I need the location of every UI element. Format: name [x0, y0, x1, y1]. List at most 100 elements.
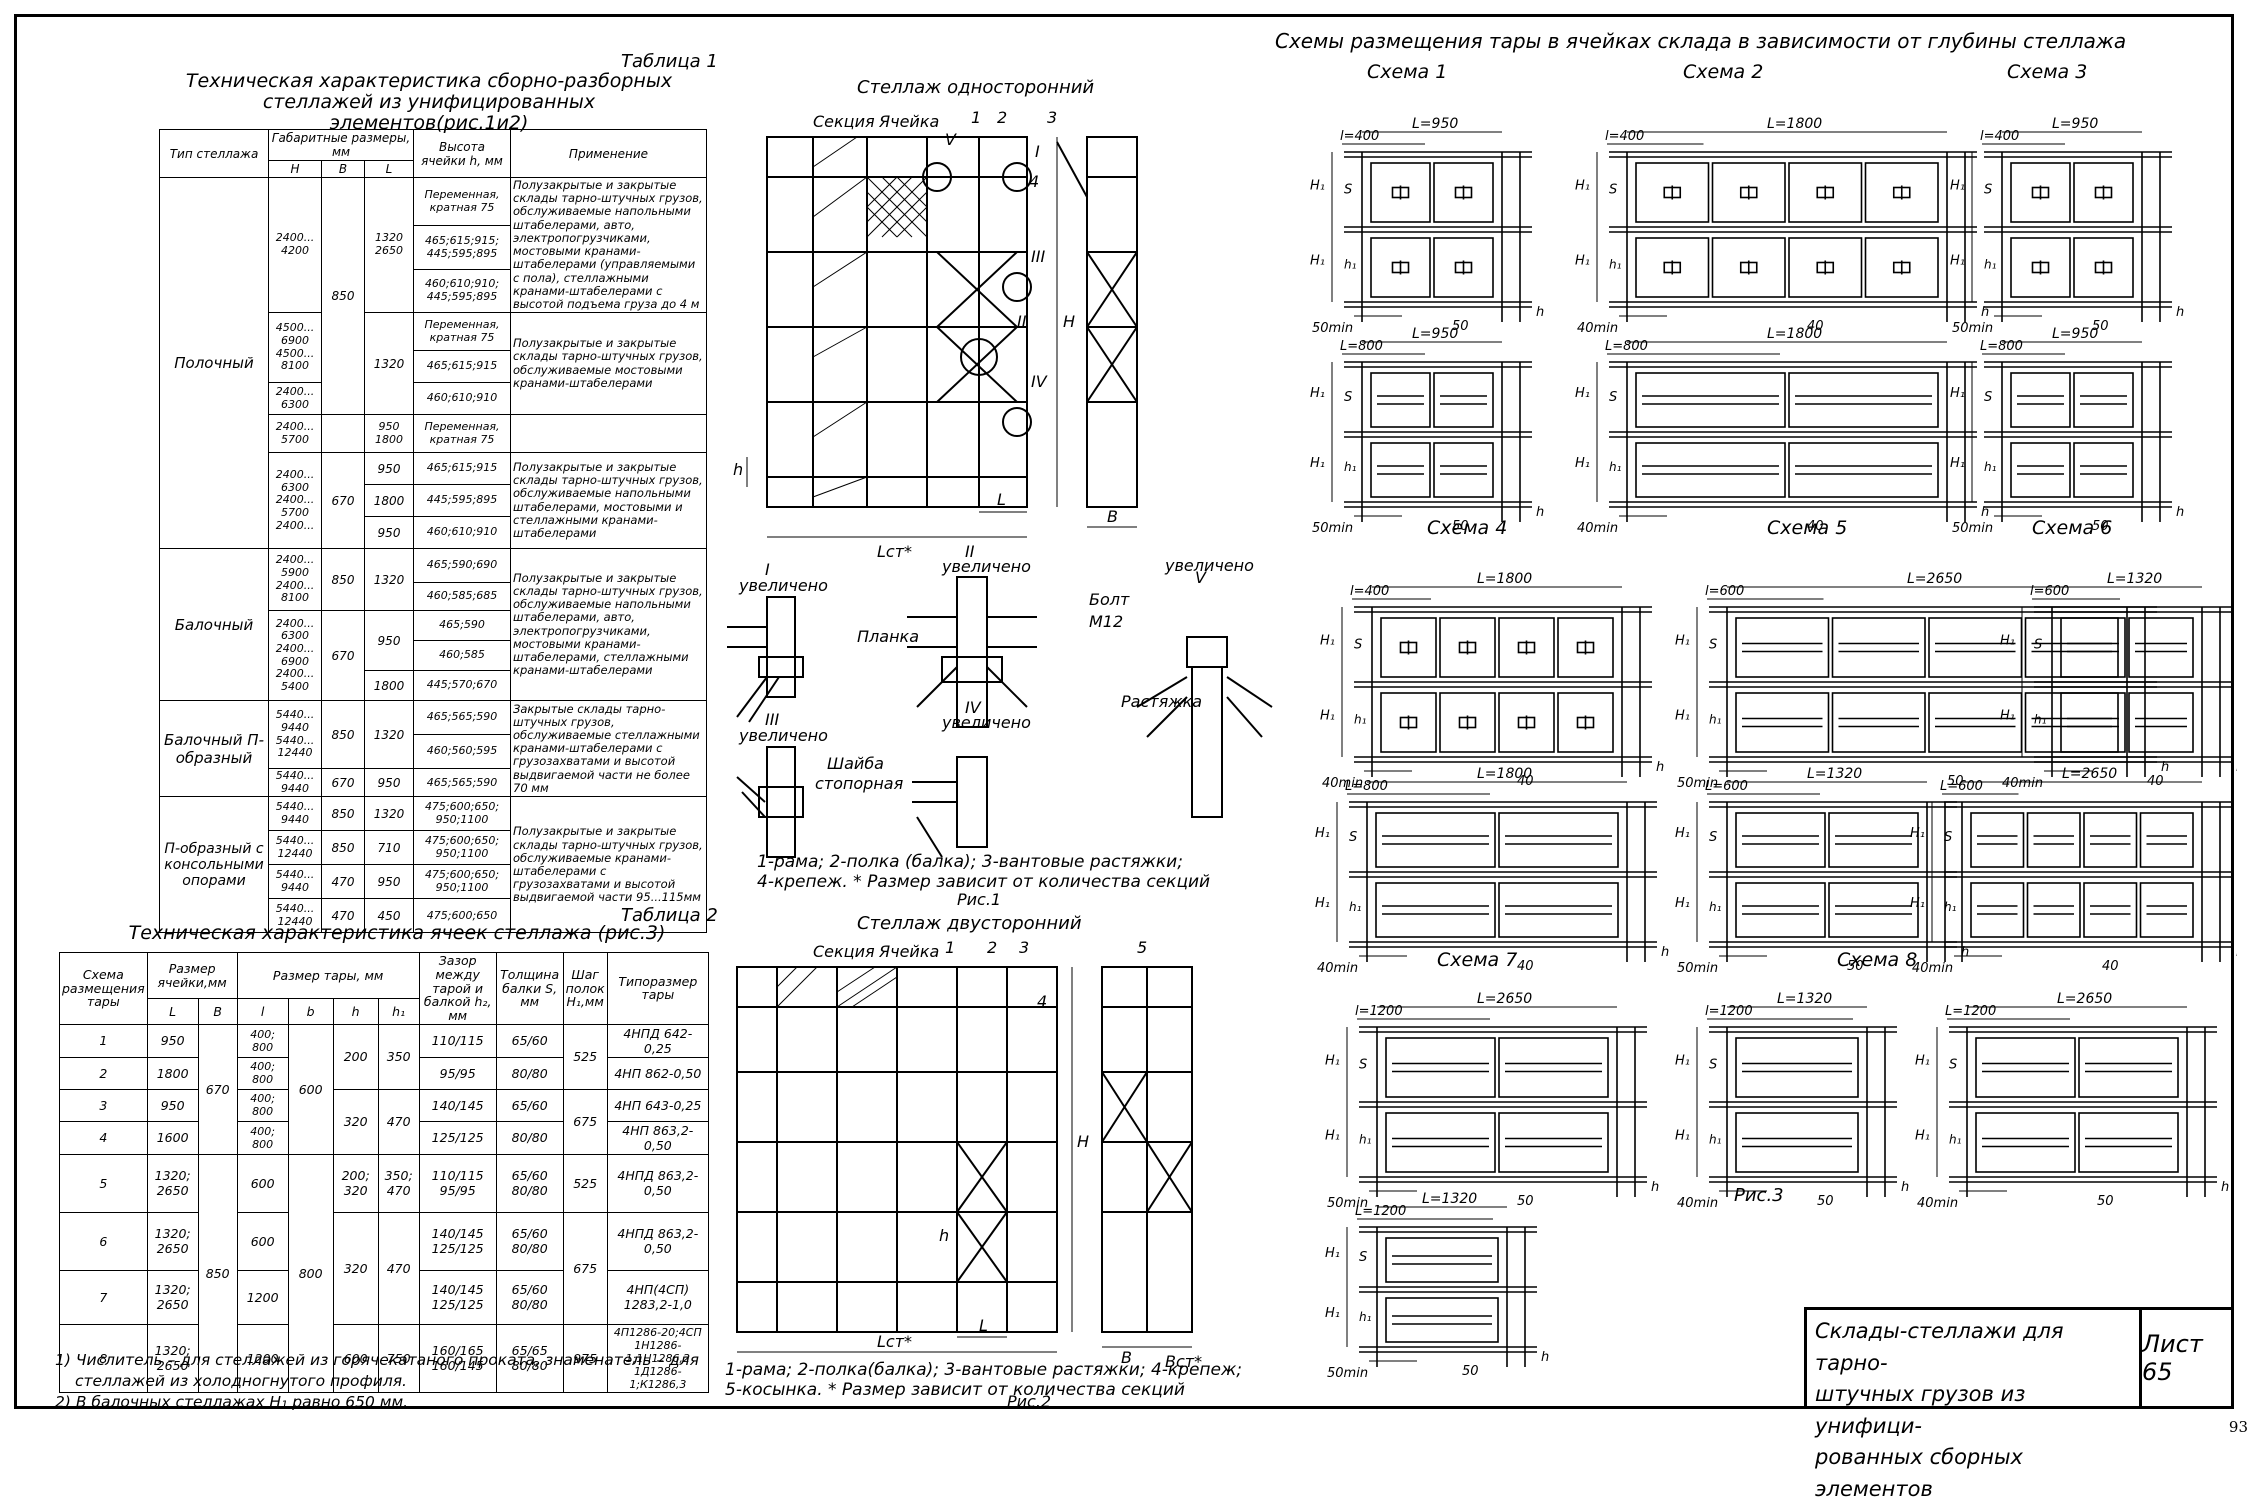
t2-l: 400; 800 — [236, 1120, 289, 1155]
scheme-8-dims — [1696, 1006, 1867, 1192]
scheme-2-dims — [1596, 131, 1947, 317]
container — [2010, 442, 2071, 498]
scheme-7-H1: H₁ — [1325, 1246, 1340, 1261]
table2: Схема размещения тары Размер ячейки,мм Р… — [59, 951, 710, 1393]
fig1-det-ii-uv: увеличено — [941, 557, 1031, 576]
fig1-legend2: 4-крепеж. * Размер зависит от количества… — [757, 872, 1210, 892]
t2-b: 600 — [287, 1023, 334, 1155]
fig1-detail-v — [1136, 636, 1273, 818]
scheme-2-S: S — [1609, 390, 1617, 405]
scheme-1-title: Схема 1 — [1367, 61, 1448, 83]
scheme-1-H1: H₁ — [1310, 386, 1325, 401]
scheme-5-dims — [1696, 586, 2127, 772]
scheme-7-S: S — [1359, 1250, 1367, 1265]
fig1-h: h — [733, 460, 743, 479]
scheme-7-L: L=2650 — [1477, 991, 1532, 1007]
container — [2026, 882, 2081, 938]
container — [2083, 812, 2138, 868]
fig3-caption: Рис.3 — [1734, 1185, 1784, 1206]
t2-h: 320 — [332, 1088, 379, 1155]
t2-gap: 140/145 125/125 — [418, 1269, 497, 1325]
scheme-8-S: S — [1709, 1058, 1717, 1073]
t2-l: 400; 800 — [236, 1023, 289, 1058]
scheme-2-gap: 40 — [1807, 319, 1824, 334]
fig1-det-i-uv: увеличено — [738, 576, 828, 595]
page-number: 93 — [2228, 1418, 2248, 1436]
t1-app: Закрытые склады тарно-штучных грузов, об… — [510, 700, 707, 798]
container — [1557, 617, 1614, 678]
t1-cell: 465;590 — [413, 610, 511, 642]
t2-beam: 80/80 — [495, 1056, 564, 1090]
t2-beam: 65/65 80/80 — [495, 1323, 564, 1393]
container — [1498, 1112, 1609, 1173]
scheme-8-h1: h₁ — [1949, 1133, 1962, 1147]
container — [1828, 812, 1919, 868]
t2-type: 4П1286-20;4СП 1Н1286-1;1Н1286,2 1Д1286-1… — [606, 1323, 710, 1393]
t2-h-L: L — [146, 998, 199, 1025]
fig1-H: H — [1063, 312, 1075, 331]
title-line2: штучных грузов из унифици- — [1815, 1382, 2026, 1438]
scheme-4-min: 40min — [1322, 776, 1363, 791]
fig1-i: I — [1035, 142, 1040, 161]
t1-type-beam-p: Балочный П-образный — [159, 700, 269, 798]
fig1-m12: М12 — [1089, 612, 1123, 631]
t2-l: 600 — [236, 1153, 289, 1213]
t1-B: 850 — [321, 796, 365, 832]
t1-cell: 460;585;685 — [413, 582, 511, 612]
t2-n: 7 — [59, 1269, 148, 1325]
fig2-n1: 1 — [945, 938, 955, 957]
container — [1970, 812, 2025, 868]
scheme-5-unit — [1709, 801, 1957, 962]
scheme-5-min: 50min — [1677, 776, 1718, 791]
container — [2073, 237, 2134, 298]
scheme-6-H1b: H₁ — [2000, 709, 2015, 724]
fig1-washer2: стопорная — [815, 774, 904, 793]
scheme-3-min: 50min — [1952, 321, 1993, 336]
fig2-Bst: Bст* — [1165, 1352, 1202, 1371]
t1-cell: 460;585 — [413, 640, 511, 672]
fig1-det-v-uv: увеличено — [1164, 556, 1254, 575]
fig1-det-iii-uv: увеличено — [738, 726, 828, 745]
fig2-n2: 2 — [987, 938, 997, 957]
t2-beam: 80/80 — [495, 1120, 564, 1155]
t1-L: 950 1800 — [364, 414, 414, 454]
scheme-1-H1b: H₁ — [1310, 456, 1325, 471]
container — [1788, 237, 1863, 298]
fig1-iv: IV — [1031, 372, 1048, 391]
scheme-1-h: h — [1536, 305, 1544, 320]
t2-L: 950 — [146, 1088, 199, 1122]
scheme-7-gap: 50 — [1462, 1364, 1479, 1379]
container — [1498, 1037, 1609, 1098]
scheme-3-H1b: H₁ — [1950, 456, 1965, 471]
scheme-6-min: 40min — [1912, 961, 1953, 976]
fig2-B: B — [1121, 1348, 1132, 1367]
scheme-8-min: 40min — [1677, 1196, 1718, 1211]
scheme-1-h: h — [1536, 505, 1544, 520]
scheme-7-unit — [1359, 1026, 1647, 1197]
scheme-1-l: l=400 — [1340, 129, 1379, 144]
table2-label: Таблица 2 — [621, 905, 718, 926]
scheme-6-h1: h₁ — [2034, 713, 2047, 727]
fig1-v: V — [945, 130, 957, 149]
fig1-legend1: 1-рама; 2-полка (балка); 3-вантовые раст… — [757, 852, 1183, 872]
t2-type: 4НП(4СП) 1283,2-1,0 — [606, 1269, 710, 1325]
t2-L: 1600 — [146, 1120, 199, 1155]
scheme-5-h1: h₁ — [1709, 713, 1722, 727]
fig2-L: L — [979, 1316, 988, 1335]
t2-l: 600 — [236, 1211, 289, 1271]
scheme-7-h: h — [1651, 1180, 1659, 1195]
scheme-4-min: 40min — [1317, 961, 1358, 976]
scheme-6-h: h — [2236, 760, 2237, 775]
scheme-6-H1b: H₁ — [1910, 896, 1925, 911]
container — [1635, 237, 1710, 298]
fig1-side-view — [1086, 136, 1138, 508]
scheme-4-H1: H₁ — [1315, 826, 1330, 841]
t1-H: 5440... 9440 — [268, 864, 322, 900]
fig1-det-iv: IV — [965, 698, 982, 717]
scheme-8-H1b: H₁ — [1675, 1129, 1690, 1144]
fig1-det-iv-uv: увеличено — [941, 713, 1031, 732]
scheme-8-unit — [1949, 1026, 2217, 1197]
scheme-4-H1b: H₁ — [1315, 896, 1330, 911]
note-2: 2) В балочных стеллажах H₁ равно 650 мм. — [55, 1392, 409, 1411]
t1-cell: 465;615;915 — [413, 350, 511, 384]
